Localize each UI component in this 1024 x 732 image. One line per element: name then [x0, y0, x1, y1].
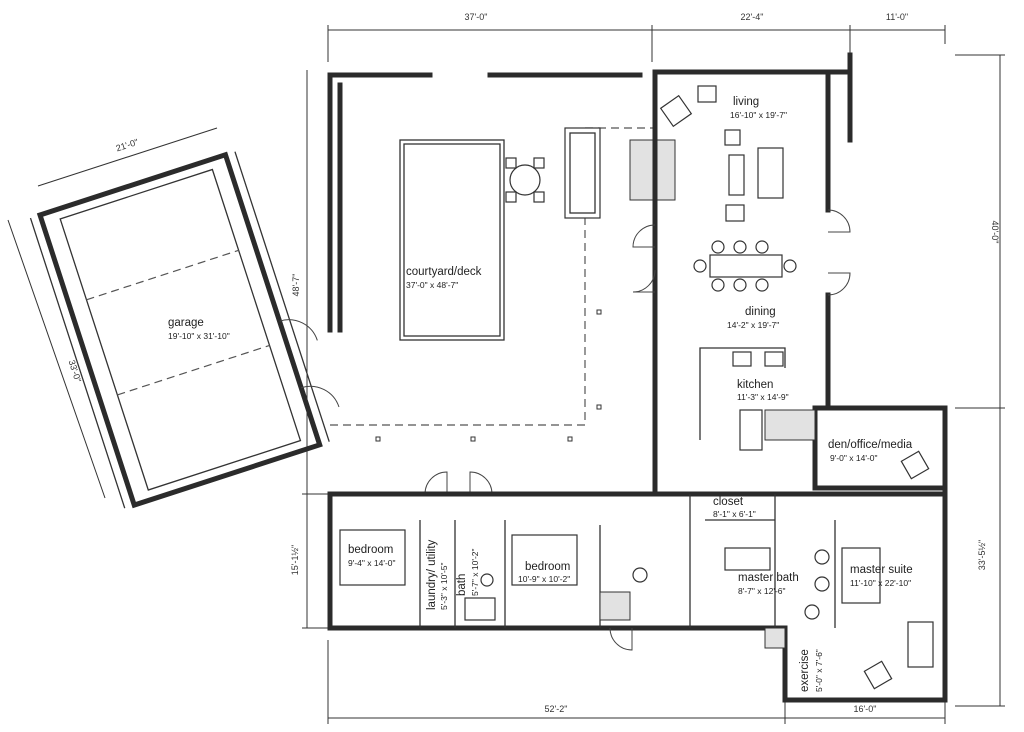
room-size-bedroom-1: 9'-4" x 14'-0" — [348, 558, 396, 568]
room-size-master-suite: 11'-10" x 22'-10" — [850, 578, 911, 588]
dim-courtyard-side: 48'-7" — [291, 274, 301, 297]
room-name-bath: bath — [456, 574, 468, 596]
dining-table — [709, 254, 783, 278]
room-size-kitchen: 11'-3" x 14'-9" — [737, 392, 789, 402]
room-name-master-bath: master bath — [738, 572, 799, 584]
bed-1 — [339, 529, 406, 586]
patio-table — [509, 164, 541, 196]
dim-top-left: 37'-0" — [465, 12, 488, 22]
room-name-exercise: exercise — [799, 649, 811, 692]
dim-bottom-total: 52'-2" — [545, 704, 568, 714]
outdoor-bench — [564, 127, 601, 219]
room-name-dining: dining — [745, 306, 776, 318]
room-size-courtyard: 37'-0" x 48'-7" — [406, 280, 458, 290]
room-size-exercise: 5'-0" x 7'-6" — [814, 649, 824, 692]
dim-right-lower: 33'-5½" — [977, 540, 987, 570]
room-name-kitchen: kitchen — [737, 379, 773, 391]
room-name-closet: closet — [713, 496, 744, 508]
garage — [29, 151, 340, 509]
room-size-living: 16'-10" x 19'-7" — [730, 110, 787, 120]
pool — [399, 139, 505, 341]
room-labels: living 16'-10" x 19'-7" dining 14'-2" x … — [168, 96, 913, 692]
room-name-bedroom-1: bedroom — [348, 544, 393, 556]
dim-garage-depth: 33'-0" — [67, 359, 84, 384]
courtyard — [327, 72, 676, 495]
dim-top-right: 11'-0" — [886, 12, 908, 22]
room-size-master-bath: 8'-7" x 12'-6" — [738, 586, 786, 596]
dimension-lines — [7, 25, 1005, 724]
dim-top-middle: 22'-4" — [741, 12, 764, 22]
room-size-laundry: 5'-3" x 10'-5" — [439, 562, 449, 610]
room-size-bath: 5'-7" x 10'-2" — [470, 548, 480, 596]
dim-left-wing: 15'-1½" — [290, 545, 300, 575]
room-size-garage: 19'-10" x 31'-10" — [168, 331, 230, 341]
room-name-bedroom-2: bedroom — [525, 561, 570, 573]
room-size-den: 9'-0" x 14'-0" — [830, 453, 878, 463]
room-size-dining: 14'-2" x 19'-7" — [727, 320, 779, 330]
dim-garage-width: 21'-0" — [115, 137, 140, 154]
room-size-bedroom-2: 10'-9" x 10'-2" — [518, 574, 570, 584]
room-name-living: living — [733, 96, 759, 108]
room-name-master-suite: master suite — [850, 564, 913, 576]
furniture — [339, 85, 934, 690]
dimension-labels: 37'-0" 22'-4" 11'-0" 40'-0" 33'-5½" 15'-… — [67, 12, 1000, 714]
bed-2 — [511, 534, 578, 586]
room-size-closet: 8'-1" x 6'-1" — [713, 509, 756, 519]
room-name-den: den/office/media — [828, 439, 913, 451]
dim-bottom-right: 16'-0" — [854, 704, 877, 714]
room-name-laundry: laundry/ utility — [426, 539, 438, 610]
room-name-courtyard: courtyard/deck — [406, 266, 482, 278]
dim-right-upper: 40'-0" — [990, 221, 1000, 244]
master-bed — [841, 547, 881, 604]
room-name-garage: garage — [168, 317, 204, 329]
